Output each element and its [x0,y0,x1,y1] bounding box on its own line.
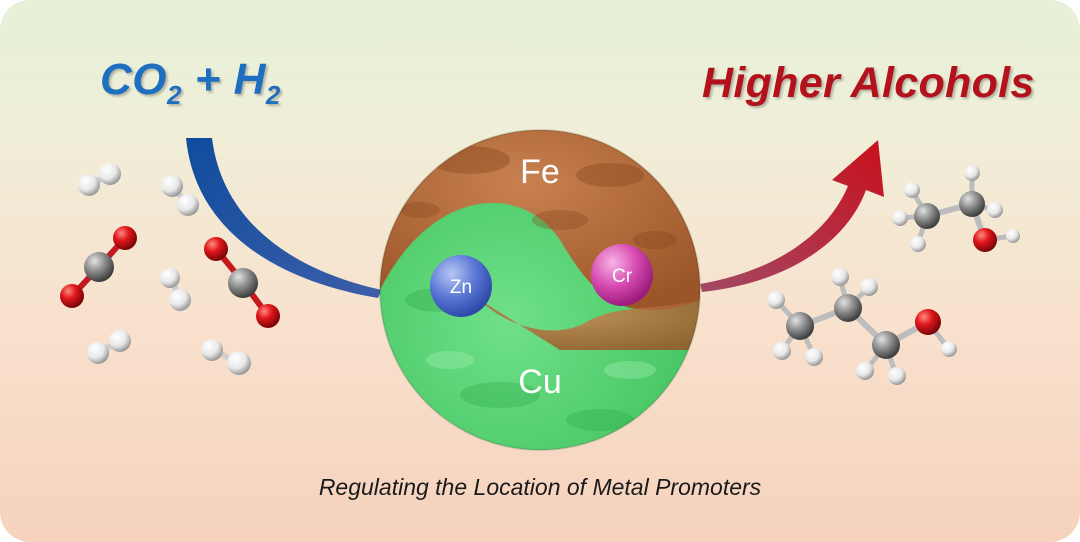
propanol-molecule-icon [767,268,957,385]
co2-molecule-icon [204,237,280,328]
h2-molecule-icon [201,339,251,375]
co2-molecule-icon [60,226,137,308]
caption: Regulating the Location of Metal Promote… [318,474,762,500]
cu-label: Cu [518,363,561,401]
yin-yang-catalyst-icon: Fe Cu Zn Cr [379,129,701,451]
cr-label: Cr [612,266,633,287]
products-title: Higher Alcohols [702,59,1035,107]
fe-label: Fe [520,153,560,191]
h2-molecule-icon [78,163,121,196]
reactant-molecules [60,163,280,375]
zn-label: Zn [450,277,472,298]
zn-sphere-icon [430,255,492,317]
reactants-title: CO2 + H2 [100,55,281,110]
ethanol-molecule-icon [892,165,1020,252]
h2-molecule-icon [161,175,199,216]
h2-molecule-icon [160,268,191,311]
curved-arrow-out-icon [700,140,884,292]
h2-molecule-icon [87,330,131,364]
curved-arrow-in-icon [186,138,382,298]
cr-sphere-icon [591,244,653,306]
